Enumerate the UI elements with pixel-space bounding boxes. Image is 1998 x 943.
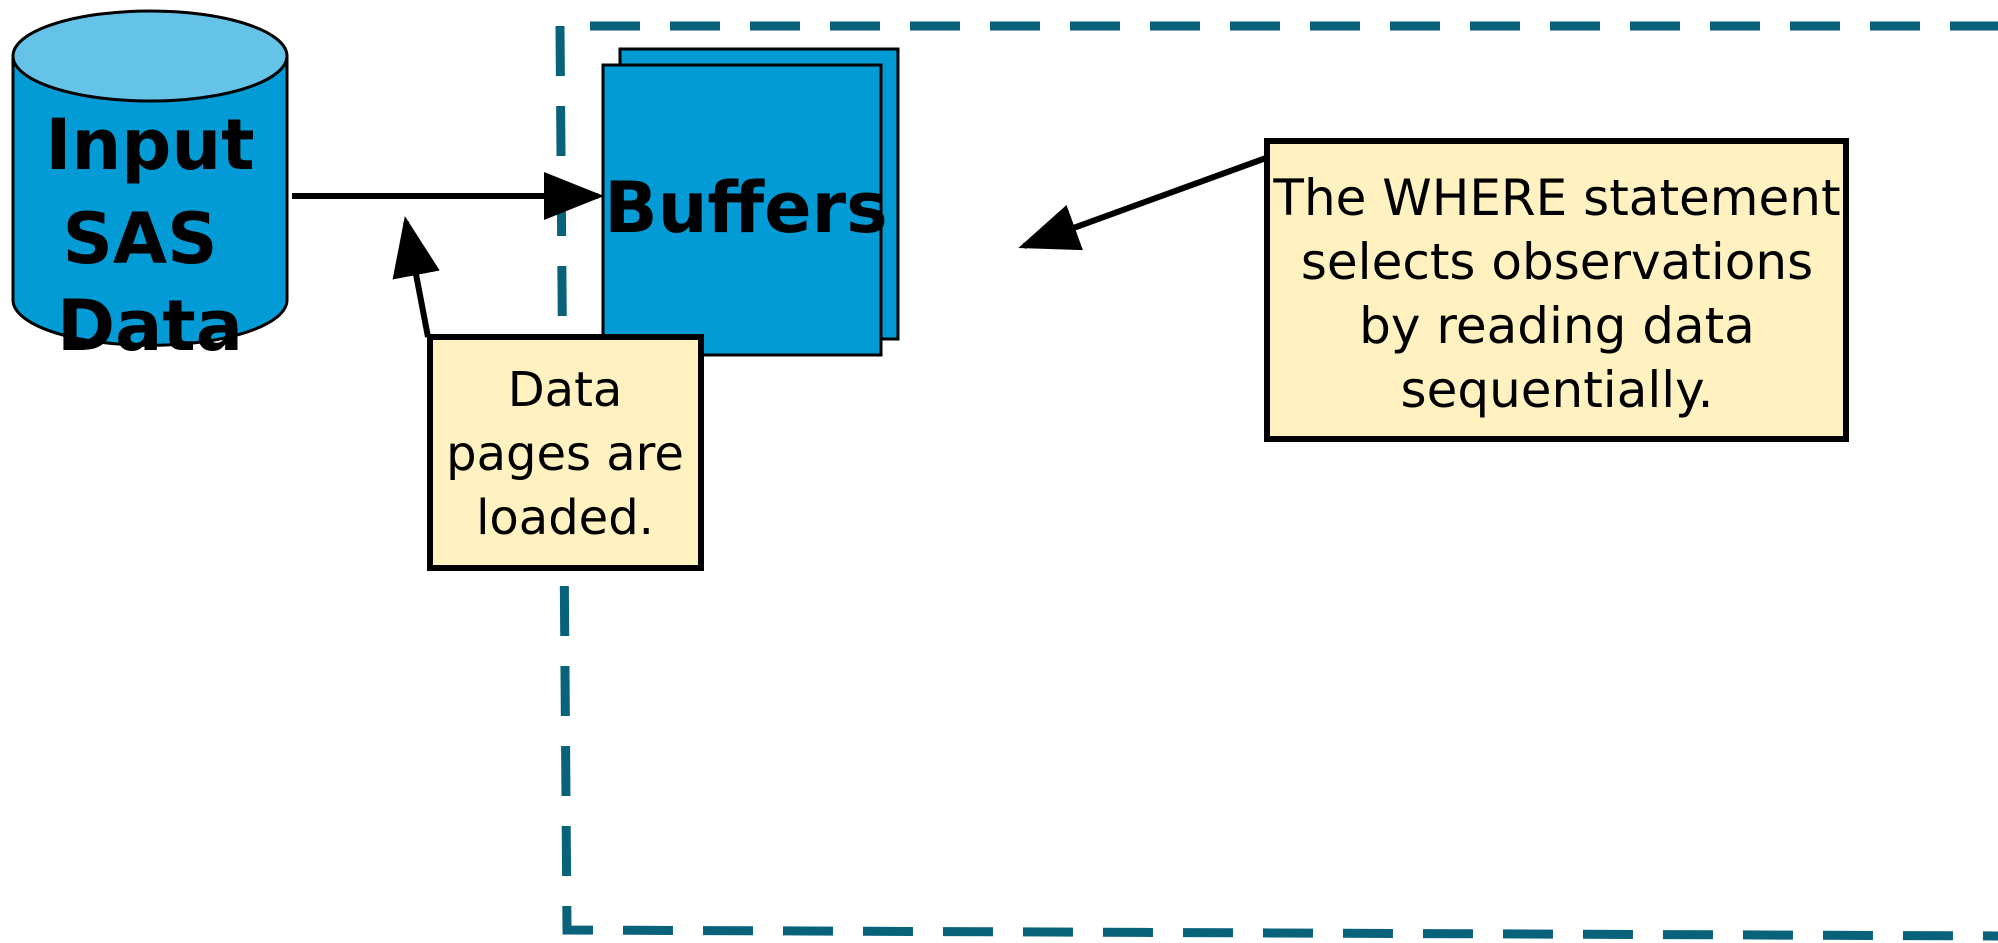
buffers-stack: Buffers	[601, 47, 900, 357]
cylinder-label-line-1: Input	[45, 104, 254, 186]
where-callout-line-3: by reading data	[1359, 297, 1755, 355]
where-callout-line-4: sequentially.	[1401, 361, 1714, 419]
pages-callout-box	[427, 334, 704, 571]
where-callout-box	[1264, 138, 1849, 442]
cylinder-label-line-3: Data	[57, 285, 243, 367]
where-callout-line-1: The WHERE statement	[1272, 169, 1840, 227]
cylinder-body	[11, 54, 289, 347]
input-sas-data-cylinder: Input SAS Data	[11, 9, 289, 367]
where-callout-arrow	[1018, 155, 1268, 251]
buffer-page-front	[601, 63, 883, 357]
pages-callout-arrow	[392, 216, 440, 338]
processing-region-border	[555, 21, 1998, 941]
pages-loaded-callout: Data pages are loaded.	[427, 334, 704, 571]
pages-callout-line-1: Data	[508, 362, 623, 418]
pages-callout-line-2: pages are	[446, 426, 684, 482]
buffers-label: Buffers	[604, 167, 888, 249]
where-statement-callout: The WHERE statement selects observations…	[1264, 138, 1849, 442]
pages-callout-line-3: loaded.	[476, 490, 654, 546]
cylinder-label-line-2: SAS	[62, 198, 217, 280]
where-callout-line-2: selects observations	[1301, 233, 1813, 291]
cylinder-top	[11, 9, 289, 103]
